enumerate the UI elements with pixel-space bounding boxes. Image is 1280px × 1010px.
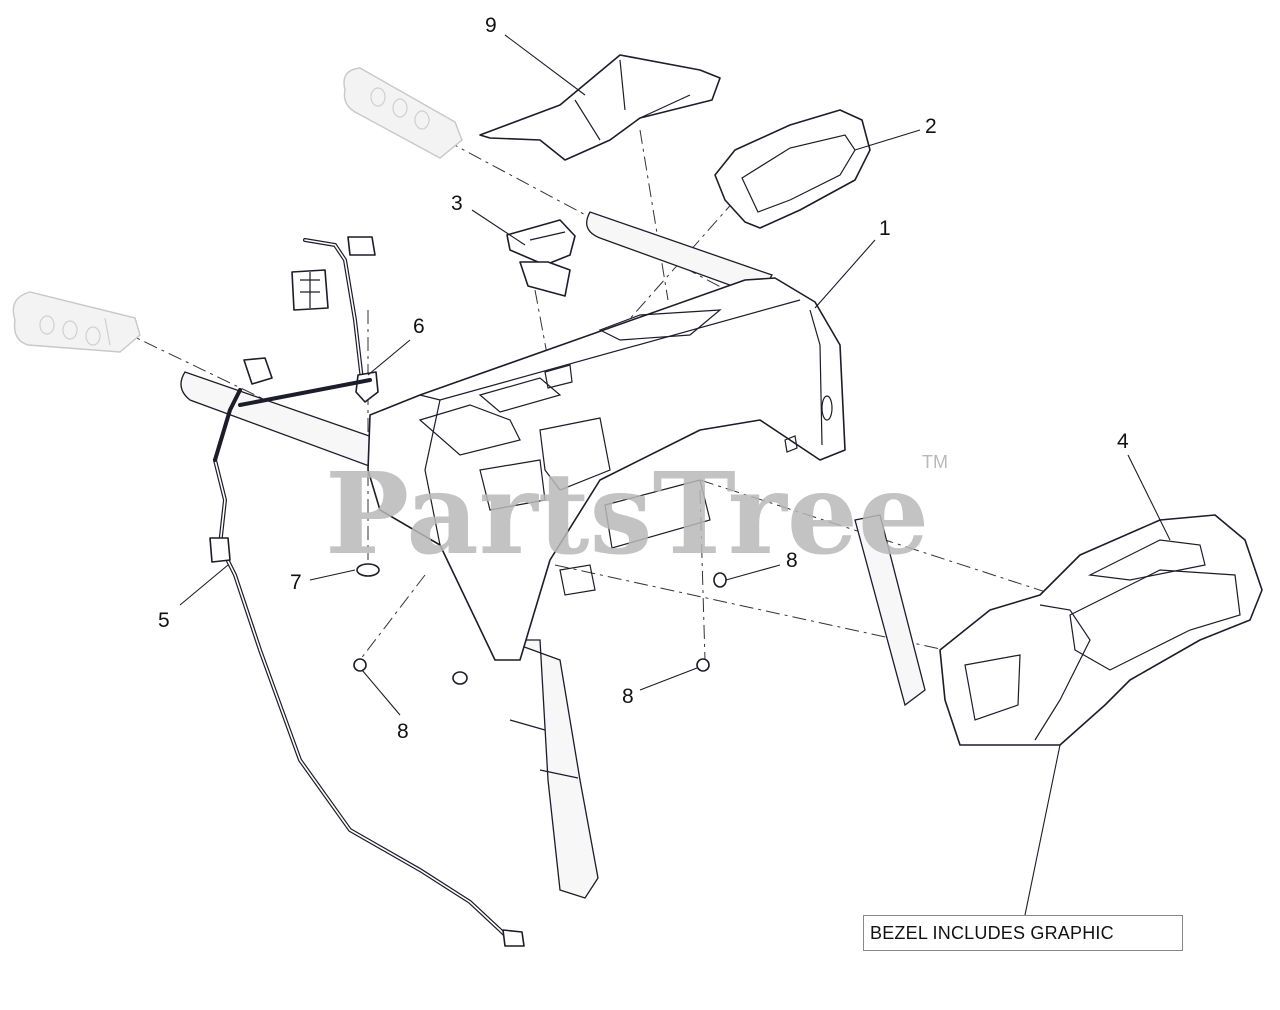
callout-labels: 9 2 3 1 6 4 5 7 8 8 8 (158, 14, 1129, 743)
callout-label: 6 (413, 315, 425, 338)
callout-label: 7 (290, 571, 302, 594)
screw-part-8 (696, 658, 710, 672)
screw-part-8 (452, 671, 468, 685)
bezel-part-4 (939, 514, 1263, 746)
leader-lines (179, 34, 1171, 916)
callout-label: 9 (485, 14, 497, 37)
callout-label: 2 (925, 115, 937, 138)
cable-part-5 (209, 357, 525, 947)
switch-part-3 (506, 219, 576, 297)
svg-text:TM: TM (922, 452, 948, 472)
hardware-fasteners (353, 563, 727, 685)
callout-label: 5 (158, 609, 170, 632)
bezel-part-2 (714, 109, 871, 229)
bezel-note: BEZEL INCLUDES GRAPHIC (863, 915, 1183, 951)
alignment-lines (119, 129, 1056, 661)
callout-label: 4 (1117, 430, 1129, 453)
console-housing-part-1 (367, 277, 846, 661)
left-grip-ghost (12, 291, 141, 353)
svg-text:PartsTree: PartsTree (325, 449, 929, 580)
callout-label: 8 (397, 720, 409, 743)
upper-cover-part-9 (479, 54, 721, 161)
right-grip-ghost (343, 67, 463, 159)
partstree-watermark: PartsTree TM (325, 449, 948, 580)
callout-label: 1 (879, 217, 891, 240)
callout-label: 3 (451, 192, 463, 215)
callout-label: 8 (622, 685, 634, 708)
handlebar-tubes (180, 211, 926, 899)
grommet-part-7 (356, 563, 380, 577)
screw-part-8 (353, 658, 367, 672)
callout-label: 8 (786, 549, 798, 572)
wire-harness-part-6 (291, 236, 379, 403)
